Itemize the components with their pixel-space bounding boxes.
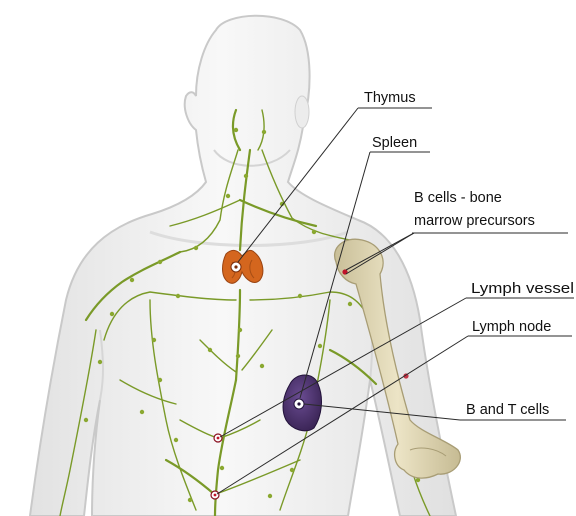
lymph-node-dot [110, 312, 114, 316]
lymph-node-dot [260, 364, 264, 368]
spleen-label: Spleen [372, 135, 417, 151]
lymph-node-dot [262, 130, 266, 134]
lymph-node-dot [290, 468, 294, 472]
lymph-node-dot [348, 302, 352, 306]
thymus-label: Thymus [364, 90, 416, 106]
ear [295, 96, 309, 128]
lymph-node-dot [140, 410, 144, 414]
lymph-node-dot [188, 498, 192, 502]
lymph-node-dot [208, 348, 212, 352]
lymph-node-dot [318, 344, 322, 348]
lymph-node-dot [268, 494, 272, 498]
lymph-node-label: Lymph node [472, 319, 551, 335]
lymph-vessel-label: Lymph vessel [471, 281, 574, 297]
lymph-node-dot [298, 294, 302, 298]
lymph-node-dot [158, 260, 162, 264]
b-cells-label-line-1: B cells - bone [414, 190, 502, 206]
lymph-node-dot [244, 174, 248, 178]
lymph-node-dot [98, 360, 102, 364]
lymph-node-dot [158, 378, 162, 382]
lymph-node-dot [194, 246, 198, 250]
lymph-node-dot [236, 354, 240, 358]
lymph-node-dot [234, 128, 238, 132]
lymph-node-dot [84, 418, 88, 422]
lymph-node-dot [312, 230, 316, 234]
b-cells-label-line-2: marrow precursors [414, 213, 535, 229]
lymph-node-dot [130, 278, 134, 282]
lymph-node-dot [226, 194, 230, 198]
lymph-node-dot [174, 438, 178, 442]
lymph-node-dot [176, 294, 180, 298]
lymph-node-dot [152, 338, 156, 342]
b-and-t-cells-label: B and T cells [466, 402, 549, 418]
lymph-node-dot [238, 328, 242, 332]
lymph-node-dot [220, 466, 224, 470]
